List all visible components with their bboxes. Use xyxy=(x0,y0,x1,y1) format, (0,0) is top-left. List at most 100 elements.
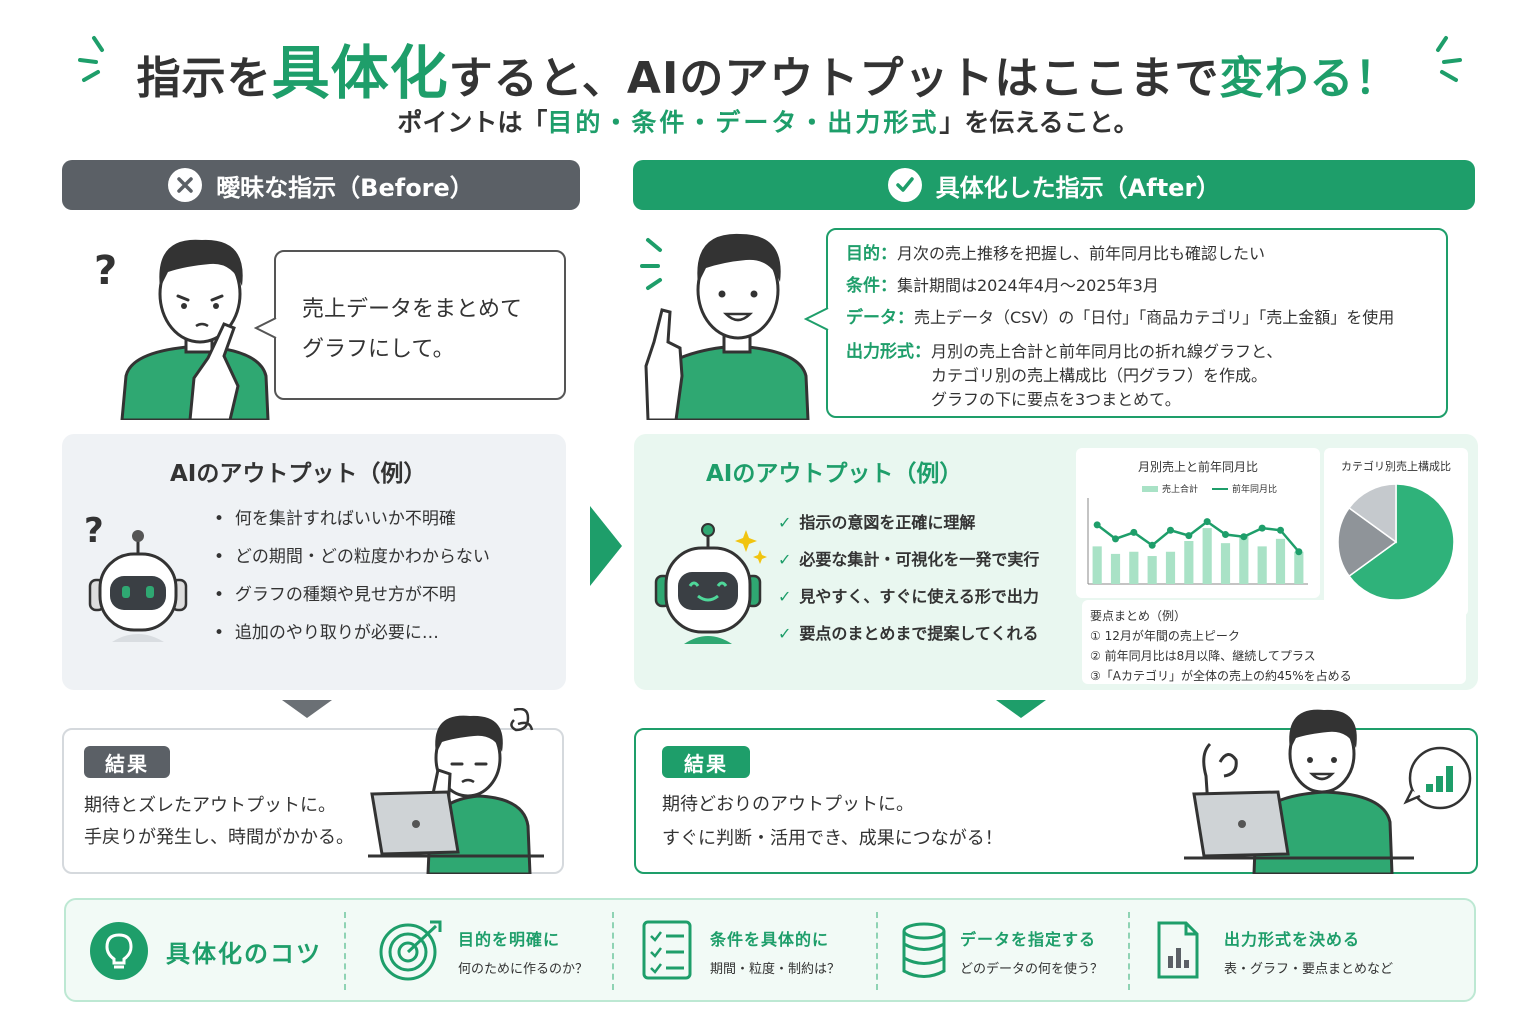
chart-legend: 売上合計 前年同月比 xyxy=(1142,482,1277,495)
database-icon xyxy=(902,922,946,978)
chart-point xyxy=(1167,526,1174,534)
chart-point xyxy=(1258,524,1266,532)
chart-point xyxy=(1277,526,1284,534)
arrow-down-icon xyxy=(996,700,1046,718)
chart-point xyxy=(1295,548,1303,556)
sparkle-left-icon xyxy=(78,36,104,82)
list-item: ✓見やすく、すぐに使える形で出力 xyxy=(778,587,1039,606)
chart-bar xyxy=(1092,546,1102,584)
summary-item: ① 12月が年間の売上ピーク xyxy=(1090,629,1240,643)
happy-person-laptop-illustration xyxy=(1184,709,1472,874)
chart-bar xyxy=(1257,546,1267,584)
list-item: • 追加のやり取りが必要に… xyxy=(214,623,439,643)
chart-point xyxy=(1130,528,1138,536)
chart-series-line xyxy=(1096,520,1300,553)
divider xyxy=(344,912,346,990)
chart-bar xyxy=(1184,541,1194,584)
check-icon: ✓ xyxy=(778,550,792,569)
pie-slice xyxy=(1348,483,1397,544)
confused-person-illustration: ? xyxy=(94,239,270,420)
category-pie-chart xyxy=(1337,483,1455,601)
tip-title: 目的を明確に xyxy=(458,930,561,949)
category-pie-chart-card: カテゴリ別売上構成比 xyxy=(1324,448,1468,616)
legend-swatch-bar xyxy=(1142,485,1158,492)
before-header: 曖昧な指示（Before） xyxy=(62,160,580,210)
chart-point xyxy=(1240,533,1248,541)
tip-title: 出力形式を決める xyxy=(1224,930,1361,949)
tips-title: 具体化のコツ xyxy=(166,940,322,968)
list-item: • 何を集計すればいいか不明確 xyxy=(214,509,456,529)
tip-title: データを指定する xyxy=(960,930,1097,949)
list-item: • グラフの種類や見せ方が不明 xyxy=(214,585,456,605)
svg-text:?: ? xyxy=(84,511,104,551)
pie-slice xyxy=(1337,506,1398,578)
arrow-right-icon xyxy=(590,506,622,586)
happy-robot-icon xyxy=(654,523,767,644)
monthly-sales-chart-card: 月別売上と前年同月比 売上合計 前年同月比 xyxy=(1076,448,1320,598)
tip-title: 条件を具体的に xyxy=(710,930,830,949)
chart-bar xyxy=(1220,543,1231,584)
bubble-tail xyxy=(804,307,829,331)
after-benefit-list: ✓指示の意図を正確に理解 ✓必要な集計・可視化を一発で実行 ✓見やすく、すぐに使… xyxy=(778,504,1039,652)
chart-bar xyxy=(1110,553,1121,584)
chart-point xyxy=(1222,531,1229,539)
divider xyxy=(1128,912,1130,990)
divider xyxy=(876,912,878,990)
spec-label-output: 出力形式： xyxy=(846,342,931,362)
check-icon: ✓ xyxy=(778,624,792,643)
spec-label-data: データ： xyxy=(846,308,914,328)
tip-subtitle: 表・グラフ・要点まとめなど xyxy=(1224,962,1394,977)
result-badge: 結果 xyxy=(662,746,750,778)
chart-point xyxy=(1112,535,1119,543)
pointing-person-illustration xyxy=(640,233,810,420)
check-circle-icon xyxy=(887,168,922,202)
list-item: ✓必要な集計・可視化を一発で実行 xyxy=(778,550,1040,569)
chart-bar xyxy=(1165,551,1176,584)
checklist-icon xyxy=(642,920,692,980)
close-icon xyxy=(168,168,203,202)
chart-bar xyxy=(1294,551,1304,584)
lightbulb-icon xyxy=(90,922,148,980)
divider xyxy=(612,912,614,990)
chart-title: カテゴリ別売上構成比 xyxy=(1341,460,1451,473)
target-icon xyxy=(379,920,442,981)
tip-subtitle: どのデータの何を使う？ xyxy=(960,962,1104,977)
page-title: 指示を具体化すると、AIのアウトプットはここまで変わる！ xyxy=(136,39,1400,107)
before-issue-list: • 何を集計すればいいか不明確 • どの期間・どの粒度かわからない • グラフの… xyxy=(214,500,490,652)
chart-point xyxy=(1185,532,1193,540)
before-output-panel: AIのアウトプット（例） ? • 何を集計すればいいか不明確 • どの期間・どの… xyxy=(62,434,566,690)
tip-subtitle: 何のために作るのか？ xyxy=(458,962,589,977)
after-instruction-box: 目的：月次の売上推移を把握し、前年同月比も確認したい 条件：集計期間は2024年… xyxy=(826,228,1448,418)
subtitle: ポイントは「目的・条件・データ・出力形式」を伝えること。 xyxy=(397,108,1139,137)
document-chart-icon xyxy=(1157,921,1199,979)
chart-point xyxy=(1203,518,1211,526)
list-item: ✓指示の意図を正確に理解 xyxy=(778,513,976,532)
summary-title: 要点まとめ（例） xyxy=(1090,609,1187,623)
chart-bar xyxy=(1275,538,1286,584)
chart-point xyxy=(1093,521,1101,529)
tip-subtitle: 期間・粒度・制約は？ xyxy=(710,962,841,977)
pie-slice xyxy=(1348,483,1455,601)
chart-bar xyxy=(1202,528,1212,584)
sparkle-right-icon xyxy=(1436,36,1462,82)
confused-robot-icon: ? xyxy=(84,511,188,642)
before-speech-bubble: 売上データをまとめて グラフにして。 xyxy=(274,250,566,400)
chart-bar xyxy=(1239,535,1249,584)
check-icon: ✓ xyxy=(778,587,792,606)
chart-title: 月別売上と前年同月比 xyxy=(1137,460,1258,474)
after-output-panel: AIのアウトプット（例） ✓指示の意図を正確に理解 ✓必要な集計・可視化を一発で… xyxy=(634,434,1478,690)
list-item: • どの期間・どの粒度かわからない xyxy=(214,547,490,567)
chart-point xyxy=(1148,541,1156,549)
svg-text:?: ? xyxy=(94,248,117,294)
chart-bar xyxy=(1129,551,1139,584)
legend-swatch-line xyxy=(1212,487,1229,490)
chart-bar xyxy=(1147,556,1157,584)
arrow-down-icon xyxy=(282,700,332,718)
spec-label-condition: 条件： xyxy=(846,276,897,296)
check-icon: ✓ xyxy=(778,513,792,532)
summary-item: ③「Aカテゴリ」が全体の売上の約45%を占める xyxy=(1090,669,1352,683)
after-header: 具体化した指示（After） xyxy=(633,160,1475,210)
summary-card: 要点まとめ（例） ① 12月が年間の売上ピーク ② 前年同月比は8月以降、継続し… xyxy=(1082,600,1466,684)
monthly-sales-chart xyxy=(1087,498,1308,585)
bubble-tail xyxy=(254,317,277,339)
